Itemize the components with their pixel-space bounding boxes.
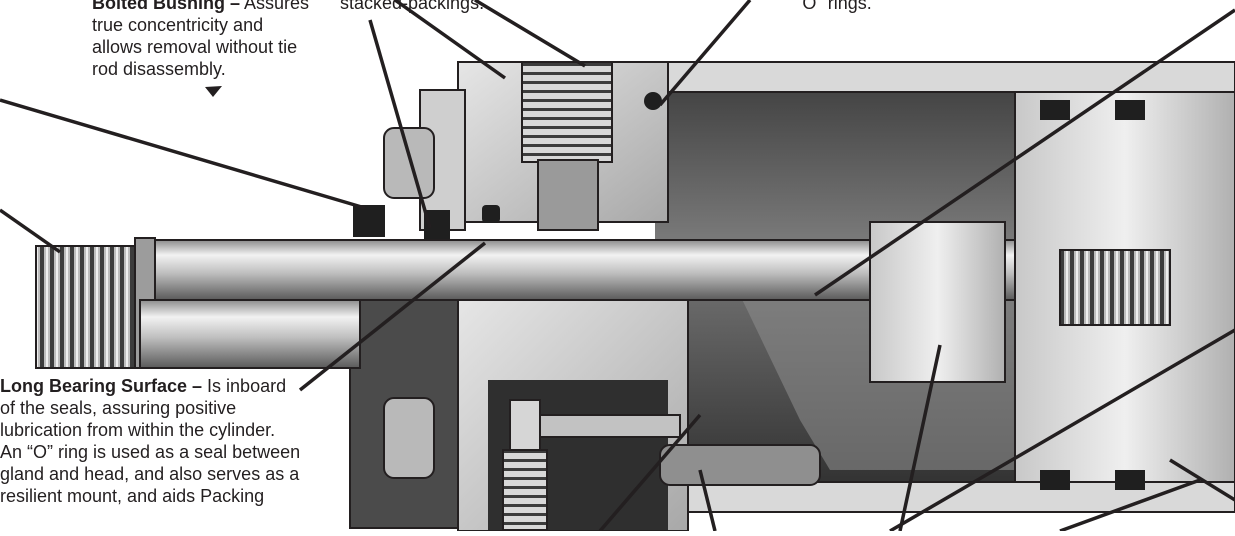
bolted-bushing-line-3: allows removal without tie (92, 37, 298, 57)
bolted-bushing-line-2: true concentricity and (92, 15, 264, 35)
long-bearing-line-6: resilient mount, and aids Packing (0, 486, 265, 506)
orings-callout: "O" rings. (796, 0, 916, 14)
arrowhead (205, 86, 222, 97)
bolted-bushing-title: Bolted Bushing – (92, 0, 240, 13)
long-bearing-line-4: An “O” ring is used as a seal between (0, 442, 301, 462)
bolted-bushing-line-4: rod disassembly. (92, 59, 226, 79)
long-bearing-line-1: Is inboard (202, 376, 287, 396)
long-bearing-line-5: gland and head, and also serves as a (0, 464, 300, 484)
long-bearing-callout: Long Bearing Surface – Is inboard of the… (0, 375, 400, 507)
bolted-bushing-line-1: Assures (240, 0, 310, 13)
packings-fragment: stacked-packings. (340, 0, 485, 13)
port-thread (521, 61, 613, 231)
piston-assembly (869, 91, 1235, 490)
bolted-bushing-callout: Bolted Bushing – Assures true concentric… (92, 0, 332, 80)
long-bearing-line-2: of the seals, assuring positive (0, 398, 237, 418)
long-bearing-line-3: lubrication from within the cylinder. (0, 420, 276, 440)
packings-callout: stacked-packings. (340, 0, 540, 14)
orings-fragment: "O" rings. (796, 0, 872, 13)
long-bearing-title: Long Bearing Surface – (0, 376, 203, 396)
